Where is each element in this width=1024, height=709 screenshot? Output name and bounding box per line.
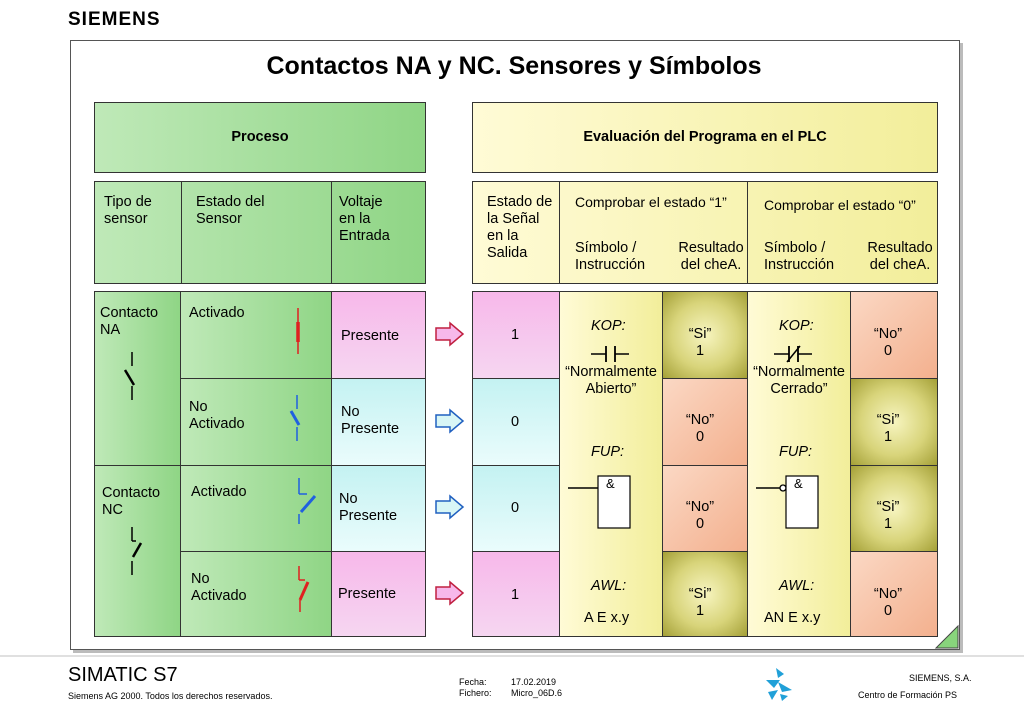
row4-res0: “No” 0	[873, 586, 903, 619]
fup-label-0: FUP:	[779, 444, 813, 460]
col-simbolo-0: Símbolo / Instrucción	[764, 240, 835, 273]
evaluacion-header: Evaluación del Programa en el PLC	[472, 102, 938, 173]
sensor-activated-icon	[296, 308, 300, 354]
row3-res1: “No” 0	[685, 499, 715, 532]
divider	[180, 378, 332, 379]
and-gate-icon	[568, 475, 631, 529]
simbolo-1-column	[559, 291, 663, 637]
row1-voltaje: Presente	[341, 328, 400, 344]
kop-label-0: KOP:	[779, 318, 814, 334]
awl-label-0: AWL:	[779, 578, 815, 594]
footer-divider	[0, 655, 1024, 657]
divider	[180, 465, 332, 466]
training-center: Centro de Formación PS	[858, 690, 958, 700]
fecha-label: Fecha:	[459, 677, 487, 687]
fup-gate-0: &	[794, 476, 803, 491]
company-name: SIEMENS, S.A.	[909, 673, 972, 683]
row4-voltaje: Presente	[338, 586, 397, 602]
res0-row3	[850, 465, 938, 552]
voltaje-row2	[331, 378, 426, 466]
contact-no-icon	[591, 346, 629, 362]
row2-estado: No Activado	[189, 399, 245, 432]
row1-res0: “No” 0	[873, 326, 903, 359]
row3-res0: “Si” 1	[876, 499, 900, 532]
sensor-open-icon	[289, 395, 301, 441]
row4-senal: 1	[511, 587, 520, 603]
col-check-0: Comprobar el estado “0”	[764, 197, 916, 213]
divider	[180, 551, 332, 552]
arrow-right-icon	[435, 494, 465, 520]
row2-senal: 0	[511, 414, 520, 430]
fichero-value: Micro_06D.6	[511, 688, 563, 698]
row4-estado: No Activado	[191, 571, 247, 604]
res0-row4	[850, 551, 938, 637]
product-name: SIMATIC S7	[68, 664, 178, 686]
siemens-logo: SIEMENS	[68, 9, 161, 30]
senal-row3	[472, 465, 560, 552]
col-estado-sensor: Estado del Sensor	[196, 194, 265, 227]
plc-column-header: Estado de la Señal en la Salida Comproba…	[472, 181, 938, 284]
row2-voltaje: No Presente	[341, 404, 400, 437]
kop-label-1: KOP:	[591, 318, 626, 334]
awl-instr-1: A E x.y	[584, 610, 630, 626]
row3-senal: 0	[511, 500, 520, 516]
row1-senal: 1	[511, 327, 520, 343]
fichero-label: Fichero:	[459, 688, 492, 698]
proceso-column-header: Tipo de sensor Estado del Sensor Voltaje…	[94, 181, 426, 284]
row2-res1: “No” 0	[685, 412, 715, 445]
contact-nc-icon	[774, 345, 812, 363]
awl-label-1: AWL:	[591, 578, 627, 594]
kop-name-0: “Normalmente Cerrado”	[753, 364, 845, 397]
fup-label-1: FUP:	[591, 444, 625, 460]
divider	[181, 181, 182, 284]
divider	[331, 181, 332, 284]
copyright: Siemens AG 2000. Todos los derechos rese…	[68, 691, 273, 701]
sensor-nc-closed-icon	[298, 566, 310, 612]
col-voltaje: Voltaje en la Entrada	[339, 194, 390, 244]
row1-res1: “Si” 1	[688, 326, 712, 359]
fecha-value: 17.02.2019	[511, 677, 557, 687]
and-gate-negated-icon	[756, 475, 819, 529]
awl-instr-0: AN E x.y	[764, 610, 821, 626]
training-center-logo-icon	[766, 668, 792, 701]
arrow-right-icon	[435, 408, 465, 434]
contacto-na-icon	[123, 352, 136, 400]
proceso-header: Proceso	[94, 102, 426, 173]
sensor-nc-open-icon	[298, 478, 317, 524]
page-title: Contactos NA y NC. Sensores y Símbolos	[266, 52, 762, 80]
row3-voltaje: No Presente	[339, 491, 398, 524]
col-tipo-sensor: Tipo de sensor	[104, 194, 152, 227]
kop-name-1: “Normalmente Abierto”	[565, 364, 657, 397]
estado-column	[180, 291, 332, 637]
res0-row1	[850, 291, 938, 379]
arrow-right-icon	[435, 321, 465, 347]
senal-row4	[472, 551, 560, 637]
row4-res1: “Si” 1	[688, 586, 712, 619]
corner-fold-icon	[934, 624, 959, 649]
divider	[94, 465, 181, 466]
res1-row4	[662, 551, 748, 637]
divider	[747, 181, 748, 284]
col-simbolo-1: Símbolo / Instrucción	[575, 240, 646, 273]
row3-tipo: Contacto NC	[102, 485, 161, 518]
voltaje-row4	[331, 551, 426, 637]
row1-estado: Activado	[189, 305, 245, 321]
res1-row2	[662, 378, 748, 466]
tipo-column	[94, 291, 181, 637]
row2-res0: “Si” 1	[876, 412, 900, 445]
col-estado-senal: Estado de la Señal en la Salida	[487, 194, 553, 261]
contacto-nc-icon	[131, 527, 143, 575]
col-resultado-0: Resultado del cheA.	[867, 240, 933, 273]
arrow-right-icon	[435, 580, 465, 606]
voltaje-row3	[331, 465, 426, 552]
col-resultado-1: Resultado del cheA.	[678, 240, 744, 273]
row1-tipo: Contacto NA	[100, 305, 159, 338]
fup-gate-1: &	[606, 476, 615, 491]
col-check-1: Comprobar el estado “1”	[575, 194, 727, 210]
divider	[559, 181, 560, 284]
row3-estado: Activado	[191, 484, 247, 500]
